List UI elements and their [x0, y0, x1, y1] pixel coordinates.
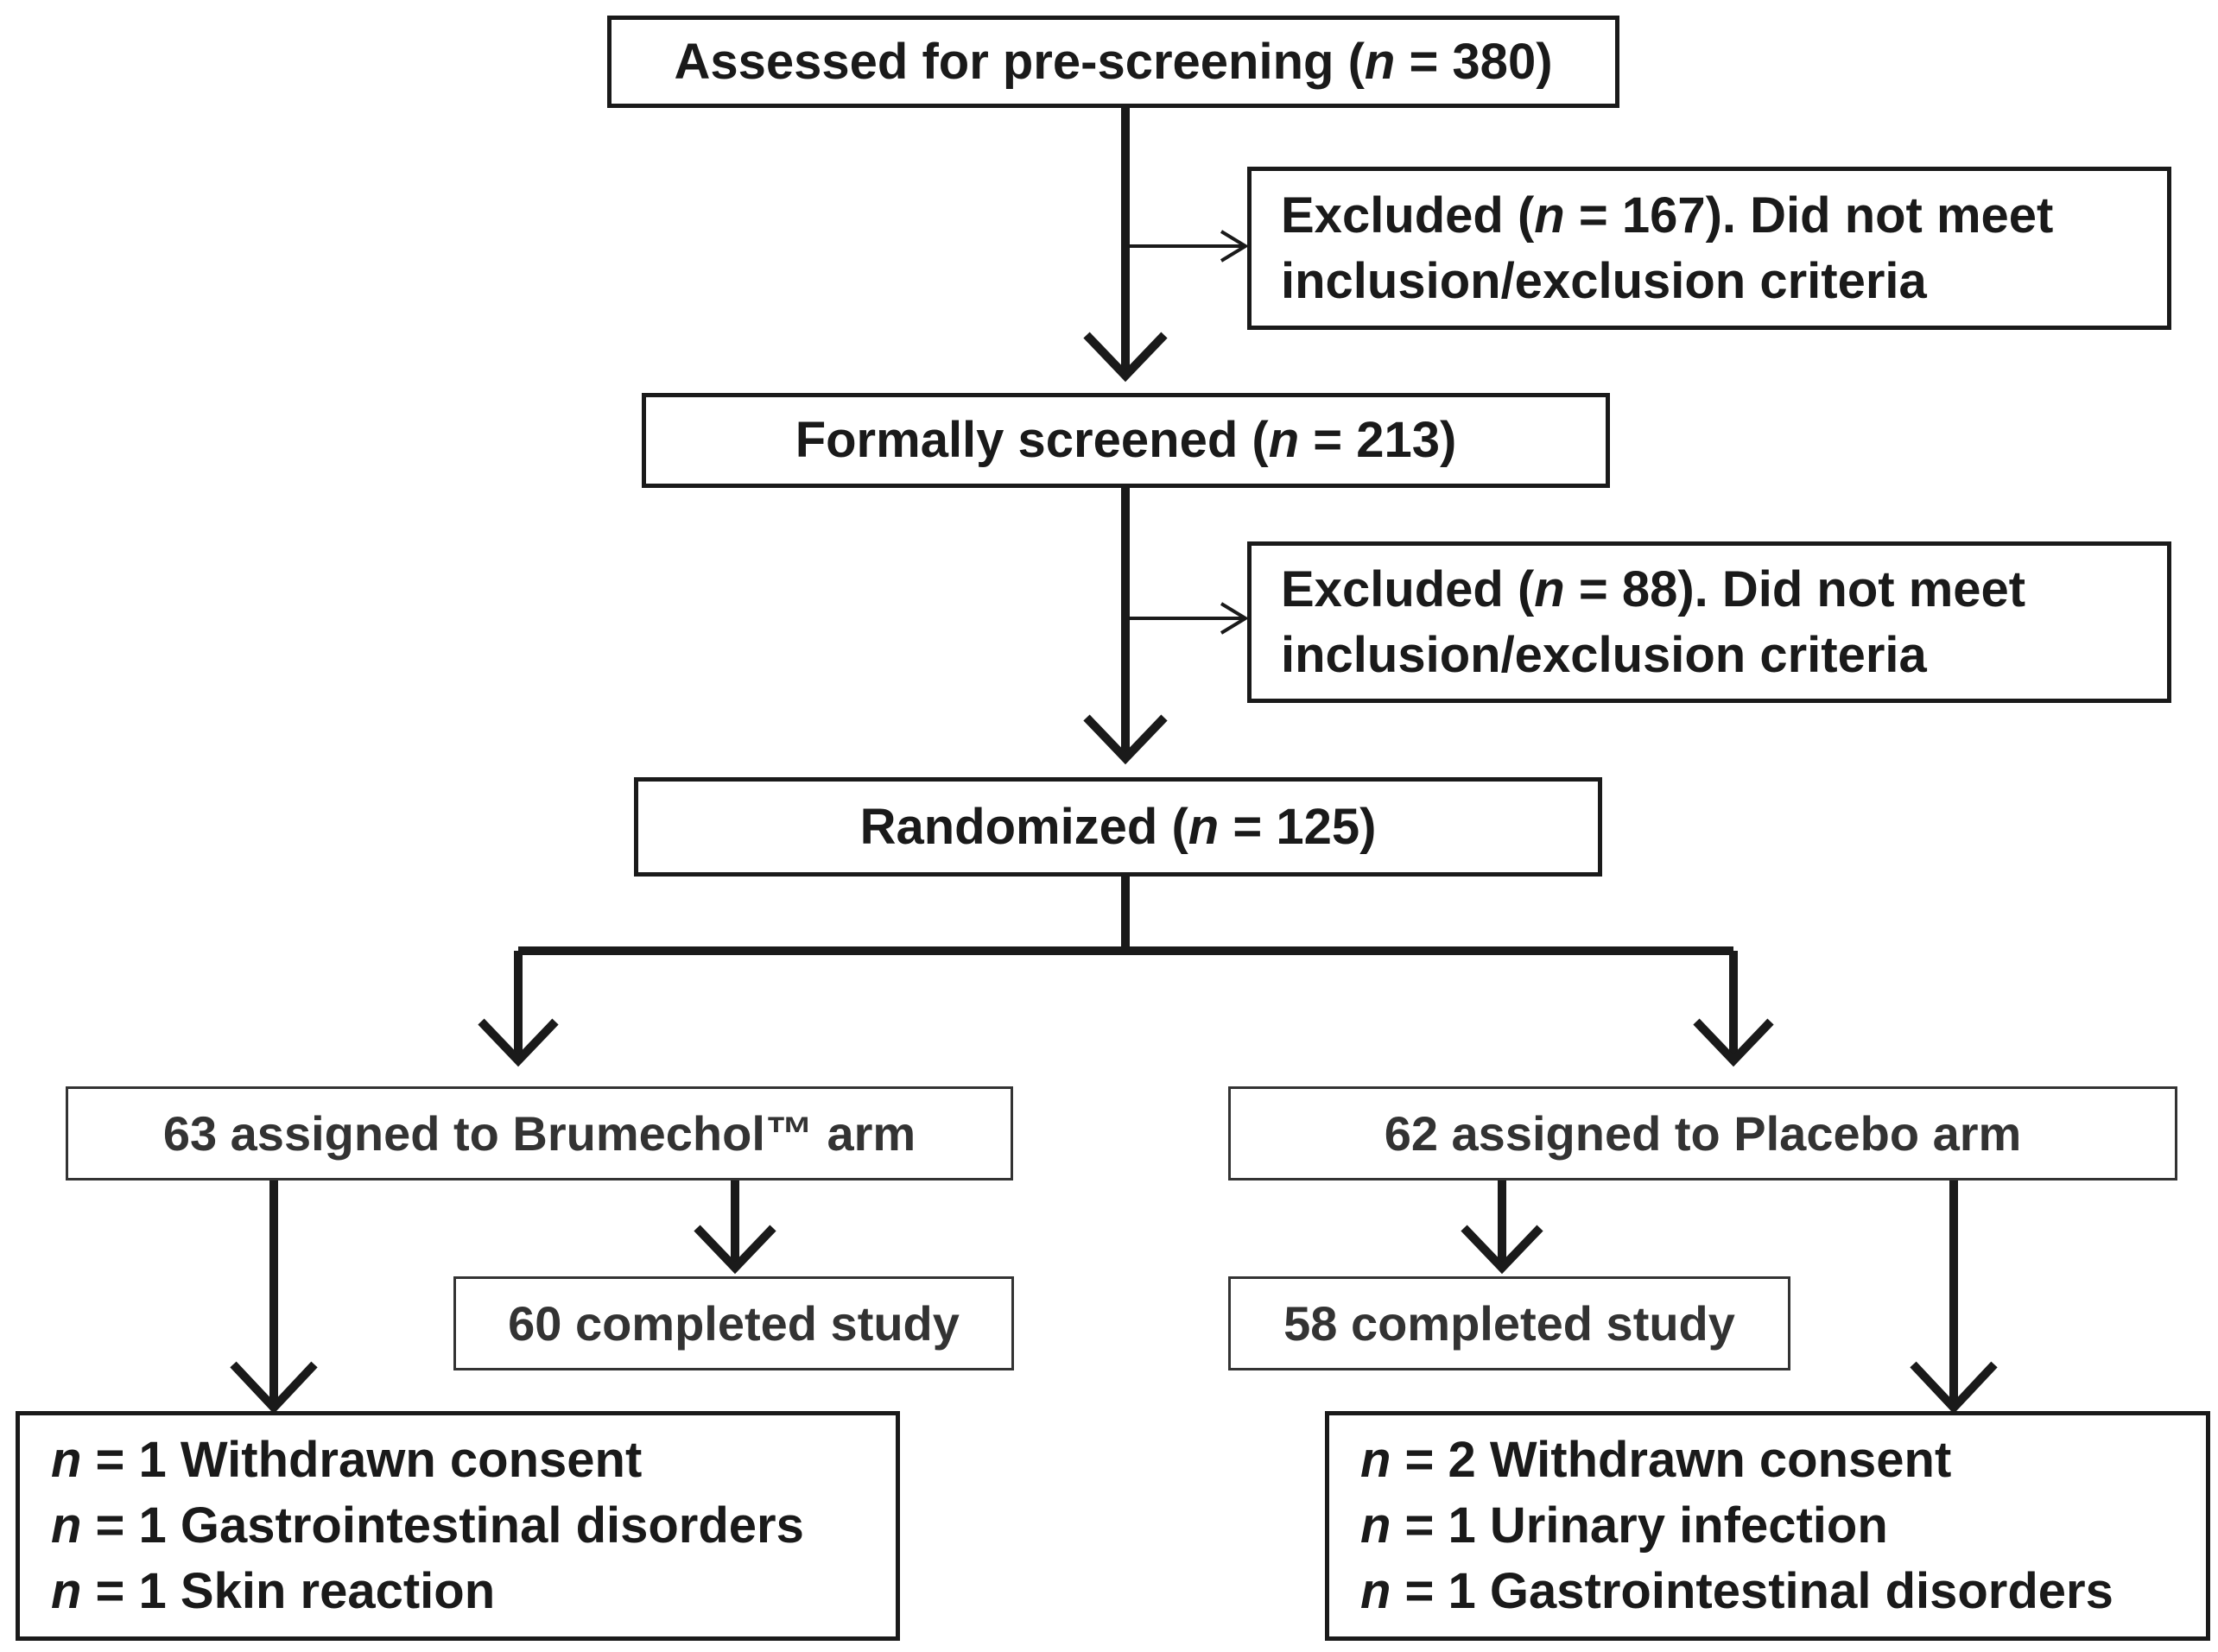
assessed-box: Assessed for pre-screening (n = 380)	[607, 16, 1619, 108]
excluded-1-line-1: Excluded (n = 167). Did not meet	[1281, 187, 2054, 244]
arrowhead-to-randomized	[1083, 714, 1168, 765]
placebo-completed-label: 58 completed study	[1283, 1295, 1735, 1351]
screened-box: Formally screened (n = 213)	[642, 393, 1610, 488]
arrowhead-brumechol-completed	[694, 1225, 776, 1275]
assessed-label: Assessed for pre-screening (n = 380)	[674, 33, 1553, 90]
excluded-1-box: Excluded (n = 167). Did not meet inclusi…	[1247, 167, 2171, 330]
brumechol-completed-label: 60 completed study	[508, 1295, 960, 1351]
randomized-label: Randomized (n = 125)	[859, 798, 1377, 855]
brumechol-withdrawal-item: n = 1 Skin reaction	[51, 1563, 496, 1619]
arrowhead-to-brumechol	[478, 1018, 559, 1067]
brumechol-withdrawal-item: n = 1 Gastrointestinal disorders	[51, 1497, 804, 1554]
brumechol-completed-box: 60 completed study	[453, 1276, 1014, 1370]
arrowhead-placebo-withdrawals	[1910, 1361, 1998, 1415]
screened-label: Formally screened (n = 213)	[795, 412, 1457, 468]
placebo-arm-label: 62 assigned to Placebo arm	[1384, 1105, 2022, 1161]
brumechol-withdrawal-item: n = 1 Withdrawn consent	[51, 1432, 643, 1488]
randomized-box: Randomized (n = 125)	[634, 777, 1602, 877]
arrowhead-to-screened	[1083, 332, 1168, 383]
placebo-withdrawal-item: n = 1 Gastrointestinal disorders	[1360, 1563, 2113, 1619]
arrowhead-to-excluded-2	[1220, 602, 1249, 635]
excluded-1-line-2: inclusion/exclusion criteria	[1281, 252, 1927, 309]
placebo-withdrawal-item: n = 2 Withdrawn consent	[1360, 1432, 1952, 1488]
arrowhead-to-excluded-1	[1220, 230, 1249, 263]
placebo-withdrawals-box: n = 2 Withdrawn consent n = 1 Urinary in…	[1325, 1411, 2210, 1641]
arrowhead-brumechol-withdrawals	[230, 1361, 318, 1415]
excluded-2-line-1: Excluded (n = 88). Did not meet	[1281, 560, 2026, 617]
placebo-arm-box: 62 assigned to Placebo arm	[1228, 1086, 2177, 1180]
placebo-withdrawal-item: n = 1 Urinary infection	[1360, 1497, 1888, 1554]
arrowhead-to-placebo	[1693, 1018, 1774, 1067]
brumechol-arm-label: 63 assigned to Brumechol™ arm	[162, 1105, 916, 1161]
brumechol-arm-box: 63 assigned to Brumechol™ arm	[66, 1086, 1013, 1180]
brumechol-withdrawals-box: n = 1 Withdrawn consent n = 1 Gastrointe…	[16, 1411, 900, 1641]
placebo-completed-box: 58 completed study	[1228, 1276, 1790, 1370]
arrowhead-placebo-completed	[1461, 1225, 1543, 1275]
excluded-2-line-2: inclusion/exclusion criteria	[1281, 626, 1927, 683]
excluded-2-box: Excluded (n = 88). Did not meet inclusio…	[1247, 541, 2171, 703]
